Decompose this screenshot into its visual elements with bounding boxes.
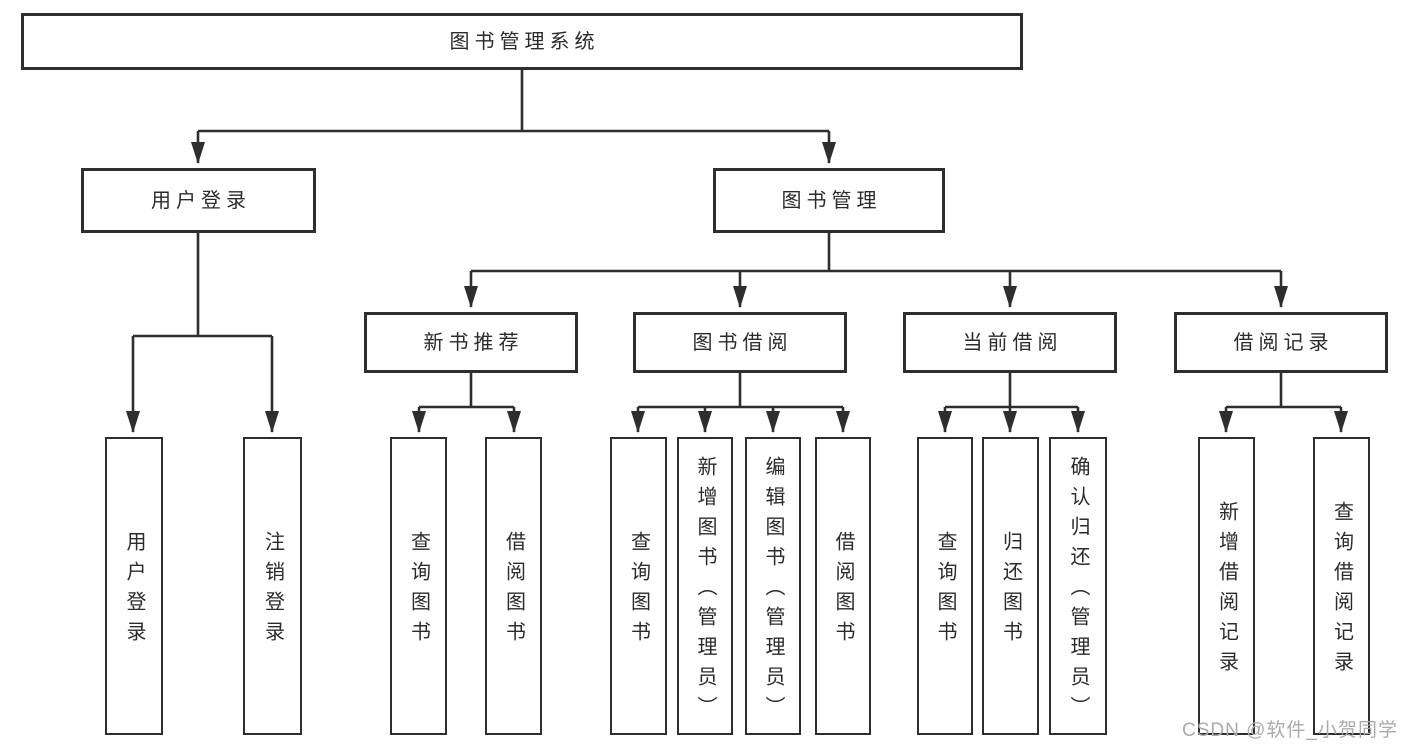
leaf-bb-edit-book-admin: 编辑图书（管理员） [745, 437, 801, 735]
csdn-watermark: CSDN @软件_小贺同学 [1182, 720, 1398, 741]
node-label: 编辑图书（管理员） [762, 456, 784, 726]
node-label: 确认归还（管理员） [1067, 456, 1089, 726]
leaf-logout: 注销登录 [243, 437, 302, 735]
leaf-cb-confirm-return-admin: 确认归还（管理员） [1049, 437, 1107, 735]
node-book-borrowing: 图书借阅 [633, 312, 847, 373]
node-label: 新增图书（管理员） [694, 456, 716, 726]
node-label: 查询图书 [407, 531, 430, 651]
leaf-bb-add-book-admin: 新增图书（管理员） [677, 437, 733, 735]
node-label: 图书管理系统 [449, 30, 600, 53]
node-label: 查询图书 [627, 531, 650, 651]
leaf-cb-return-book: 归还图书 [982, 437, 1039, 735]
node-new-book-recommendation: 新书推荐 [364, 312, 578, 373]
node-current-borrowing: 当前借阅 [903, 312, 1117, 373]
leaf-br-add-record: 新增借阅记录 [1198, 437, 1255, 735]
leaf-cb-query-book: 查询图书 [917, 437, 973, 735]
node-label: 借阅图书 [832, 531, 854, 651]
leaf-user-login: 用户登录 [105, 437, 163, 735]
node-label: 注销登录 [261, 531, 284, 651]
node-label: 查询借阅记录 [1330, 501, 1353, 681]
node-root-library-system: 图书管理系统 [21, 13, 1023, 70]
node-label: 归还图书 [999, 531, 1022, 651]
leaf-br-query-record: 查询借阅记录 [1313, 437, 1370, 735]
node-borrowing-records: 借阅记录 [1174, 312, 1388, 373]
leaf-rec-query-book: 查询图书 [390, 437, 447, 735]
node-label: 查询图书 [934, 531, 956, 651]
node-label: 用户登录 [151, 189, 251, 212]
node-user-login: 用户登录 [81, 168, 316, 233]
leaf-bb-query-book: 查询图书 [610, 437, 667, 735]
node-label: 借阅图书 [502, 531, 525, 651]
node-label: 新增借阅记录 [1215, 501, 1238, 681]
leaf-bb-borrow-book: 借阅图书 [815, 437, 871, 735]
node-label: 新书推荐 [423, 331, 524, 354]
node-label: 用户登录 [123, 531, 145, 651]
leaf-rec-borrow-book: 借阅图书 [485, 437, 542, 735]
node-book-management: 图书管理 [713, 168, 945, 233]
node-label: 借阅记录 [1233, 331, 1334, 354]
node-label: 当前借阅 [962, 331, 1063, 354]
node-label: 图书管理 [781, 189, 882, 212]
node-label: 图书借阅 [692, 331, 793, 354]
